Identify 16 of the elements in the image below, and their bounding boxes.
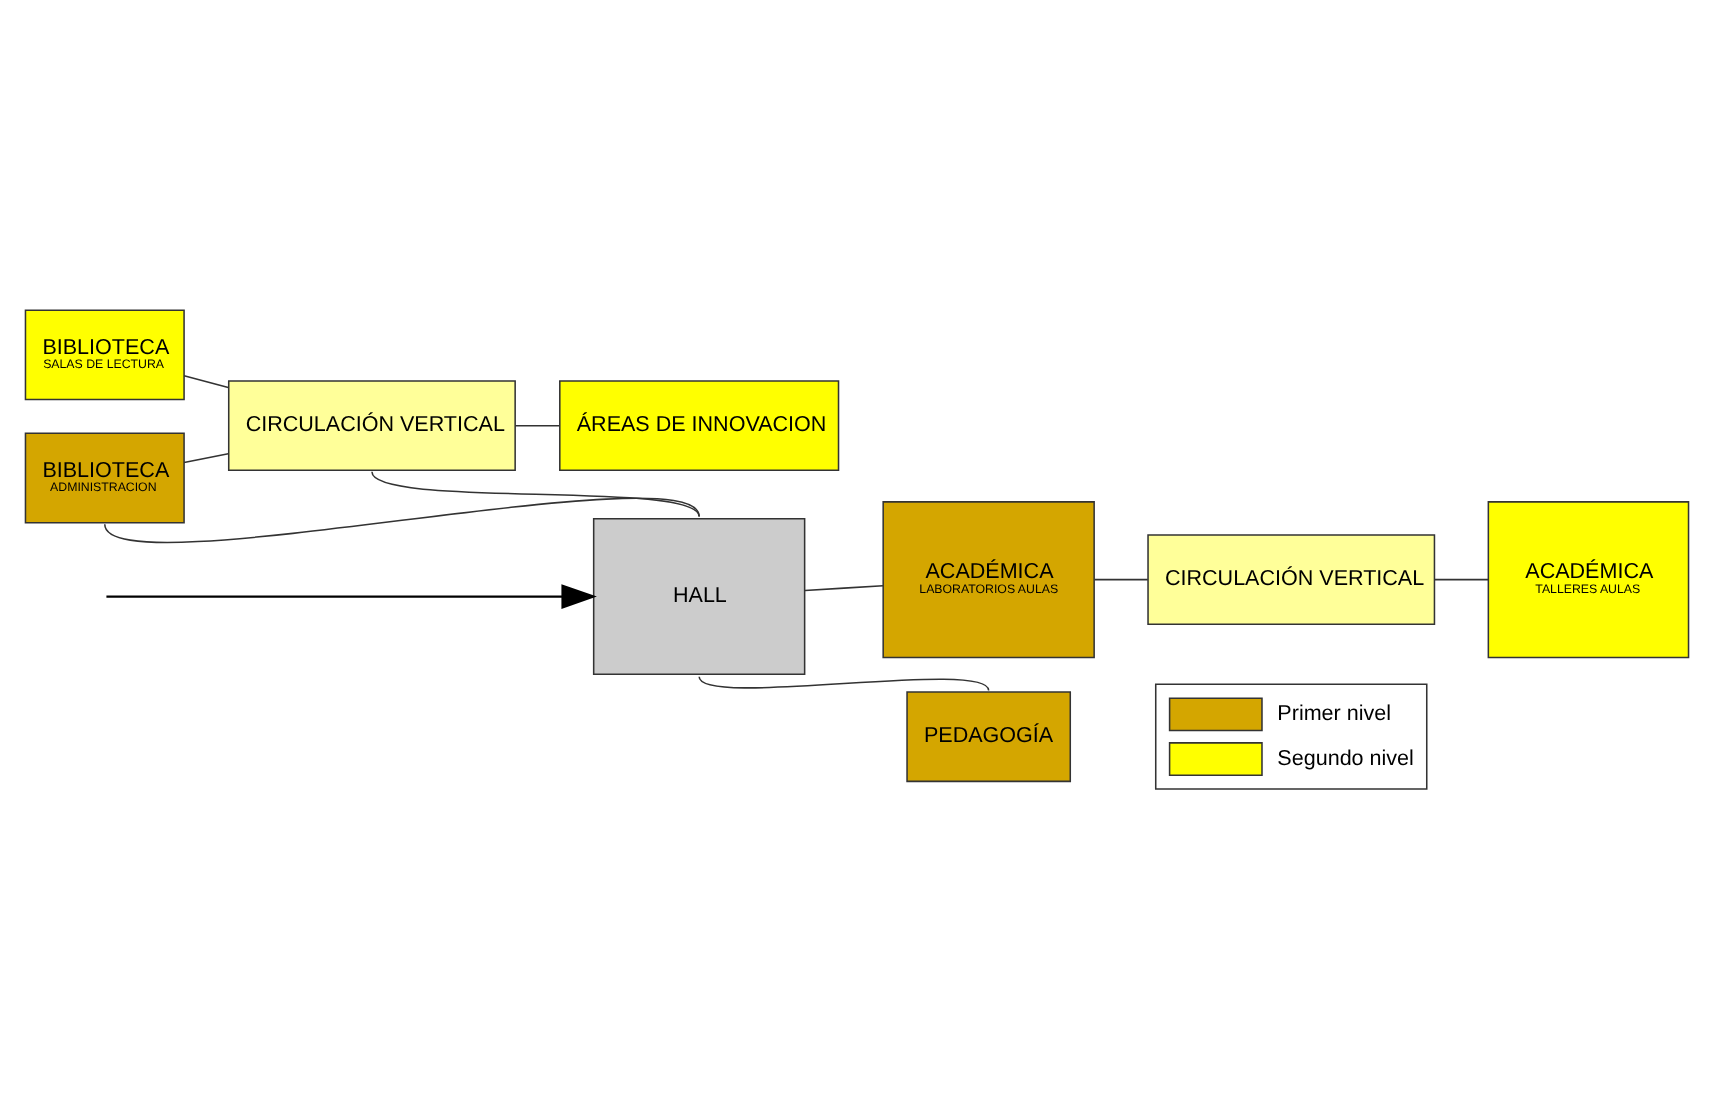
connector: [698, 674, 990, 691]
legend-label: Primer nivel: [1277, 701, 1392, 726]
node-box: ÁREAS DE INNOVACION: [559, 379, 840, 471]
node-box: CIRCULACIÓN VERTICAL: [227, 379, 516, 471]
connector: [514, 423, 561, 426]
connector: [183, 452, 229, 463]
connector: [1093, 577, 1149, 580]
connector: [183, 373, 229, 388]
connector: [371, 470, 700, 517]
node-box: CIRCULACIÓN VERTICAL: [1147, 533, 1436, 625]
node-box: PEDAGOGÍA: [906, 690, 1072, 782]
connector: [804, 584, 884, 591]
connector: [1433, 577, 1489, 580]
arrow: [106, 583, 597, 608]
node-box: HALL: [592, 517, 806, 675]
legend-label: Segundo nivel: [1277, 745, 1414, 770]
